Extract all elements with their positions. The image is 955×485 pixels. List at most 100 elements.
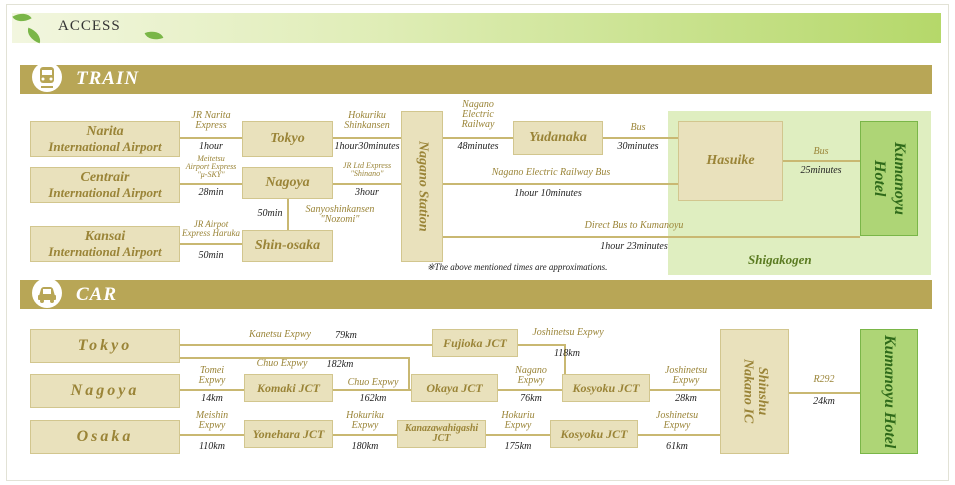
approximation-note: ※The above mentioned times are approxima…: [427, 262, 608, 272]
route-time: 1hour 10minutes: [514, 188, 582, 199]
route-time: 1hour30minutes: [334, 141, 400, 152]
connector-line: [180, 357, 408, 359]
hotel-name: Kumanoyu Hotel: [881, 334, 898, 449]
route-time: 48minutes: [457, 141, 499, 152]
car-section-title: CAR: [76, 284, 118, 305]
origin-name: Centrair: [80, 169, 130, 185]
hub-name: Tokyo: [270, 130, 305, 146]
route-distance: 118km: [554, 348, 580, 359]
route-distance: 61km: [666, 441, 688, 452]
jct-name: Kosyoku JCT: [560, 426, 628, 441]
route-distance: 76km: [520, 393, 542, 404]
route-time: 25minutes: [800, 165, 842, 176]
route-label: Chuo Expwy: [347, 377, 399, 388]
connector-line: [333, 434, 397, 436]
connector-line: [180, 389, 244, 391]
route-distance: 24km: [813, 396, 835, 407]
connector-line: [333, 183, 401, 185]
jct-kosyoku-2: Kosyoku JCT: [550, 420, 638, 448]
route-label: R292: [813, 374, 835, 385]
route-label: Meishin Expwy: [195, 410, 229, 431]
route-label: Hokuriku Expwy: [346, 410, 384, 431]
train-section-title: TRAIN: [76, 68, 140, 89]
jct-yonehara: Yonehara JCT: [244, 420, 333, 448]
route-distance: 14km: [201, 393, 223, 404]
route-label: Tomei Expwy: [198, 365, 226, 386]
route-label: Bus: [813, 146, 829, 157]
connector-line: [180, 243, 242, 245]
jct-fujioka: Fujioka JCT: [432, 329, 518, 357]
origin-name: Tokyo: [77, 336, 133, 354]
connector-line: [789, 392, 860, 394]
origin-centrair: Centrair International Airport: [30, 167, 180, 203]
connector-line: [180, 344, 432, 346]
route-label: Nagano Expwy: [515, 365, 547, 386]
connector-line: [287, 197, 289, 230]
route-distance: 79km: [335, 330, 357, 341]
hub-name: Nagoya: [265, 174, 310, 190]
car-hotel-kumanoyu: Kumanoyu Hotel: [860, 329, 918, 454]
route-label: Joshinetsu Expwy: [664, 365, 708, 386]
origin-subname: International Airport: [48, 184, 162, 200]
station-name: Hasuike: [706, 152, 755, 168]
route-distance: 175km: [504, 441, 532, 452]
access-header-bar: [12, 13, 941, 43]
car-origin-osaka: Osaka: [30, 420, 180, 454]
hub-nagoya: Nagoya: [242, 167, 333, 199]
route-label: Sanyoshinkansen "Nozomi": [305, 204, 375, 225]
route-label: Meitetsu Airport Express "μ-SKY": [185, 154, 237, 179]
hub-tokyo: Tokyo: [242, 121, 333, 157]
jct-name: Kanazawahigashi JCT: [404, 422, 479, 444]
nagano-station: Nagano Station: [401, 111, 443, 262]
connector-line: [443, 183, 678, 185]
jct-name: Fujioka JCT: [443, 335, 507, 350]
origin-name: Narita: [86, 123, 124, 139]
route-label: Bus: [630, 122, 646, 133]
route-label: Hokuriu Expwy: [501, 410, 535, 431]
jct-name: Yonehara JCT: [252, 426, 325, 441]
yudanaka: Yudanaka: [513, 121, 603, 155]
route-label: Nagano Electric Railway Bus: [491, 167, 611, 178]
car-origin-nagoya: Nagoya: [30, 374, 180, 408]
route-label: Joshinetsu Expwy: [532, 327, 604, 338]
hub-shinosaka: Shin-osaka: [242, 230, 333, 262]
connector-line: [486, 434, 550, 436]
connector-line: [498, 389, 562, 391]
route-distance: 28km: [675, 393, 697, 404]
origin-name: Osaka: [76, 427, 134, 445]
route-label: JR Ltd Express "Shinano": [342, 161, 392, 178]
route-distance: 110km: [199, 441, 225, 452]
route-distance: 182km: [326, 359, 354, 370]
route-label: Joshinetsu Expwy: [655, 410, 699, 431]
jct-kosyoku-1: Kosyoku JCT: [562, 374, 650, 402]
jct-name: Okaya JCT: [426, 380, 483, 395]
page-title: ACCESS: [58, 18, 121, 34]
car-origin-tokyo: Tokyo: [30, 329, 180, 363]
car-icon: [32, 278, 62, 308]
connector-line: [333, 137, 401, 139]
train-icon: [32, 62, 62, 92]
route-time: 28min: [198, 187, 224, 198]
train-section-bar: [20, 65, 932, 94]
connector-line: [650, 389, 720, 391]
connector-line: [443, 137, 513, 139]
connector-line: [564, 344, 566, 374]
connector-line: [603, 137, 678, 139]
car-section-bar: [20, 280, 932, 309]
hotel-name: Kumanoyu Hotel: [871, 142, 908, 215]
route-time: 50min: [198, 250, 224, 261]
station-name: Yudanaka: [529, 129, 587, 145]
ic-name: Shinshu Nakano IC: [740, 359, 771, 424]
route-label: Hokuriku Shinkansen: [344, 110, 390, 131]
route-distance: 180km: [351, 441, 379, 452]
route-time: 1hour: [199, 141, 223, 152]
origin-kansai: Kansai International Airport: [30, 226, 180, 262]
origin-subname: International Airport: [48, 243, 162, 259]
route-time: 3hour: [355, 187, 379, 198]
route-label: JR Airpot Express Haruka: [182, 219, 240, 238]
route-label: Chuo Expwy: [256, 358, 308, 369]
origin-narita: Narita International Airport: [30, 121, 180, 157]
shinshu-nakano-ic: Shinshu Nakano IC: [720, 329, 789, 454]
route-time: 30minutes: [617, 141, 659, 152]
connector-line: [180, 183, 242, 185]
